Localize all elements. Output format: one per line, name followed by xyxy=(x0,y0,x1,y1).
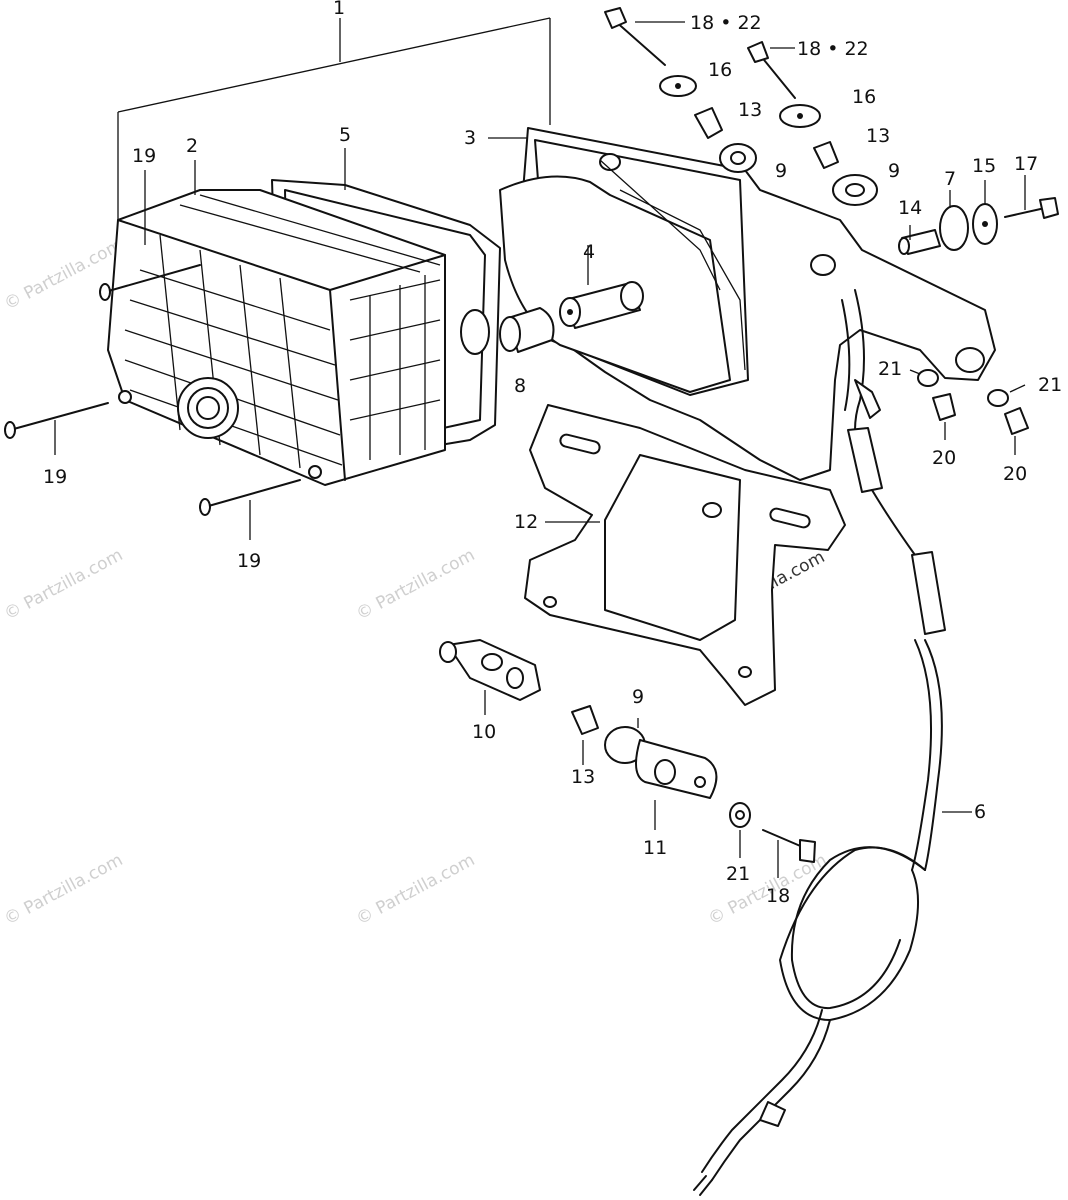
callout-18-22a: 18 • 22 xyxy=(690,12,762,34)
callout-5: 5 xyxy=(339,124,351,146)
callout-21a: 21 xyxy=(878,358,902,380)
callout-13b: 13 xyxy=(866,125,890,147)
callout-20a: 20 xyxy=(932,447,956,469)
part-4-socket xyxy=(559,245,644,329)
callout-12: 12 xyxy=(514,511,538,533)
part-2-lens xyxy=(107,189,446,486)
callout-18-22b: 18 • 22 xyxy=(797,38,869,60)
callout-9c: 9 xyxy=(632,686,644,708)
part-10-clamp xyxy=(439,639,541,715)
callout-13c: 13 xyxy=(571,766,595,788)
callout-16b: 16 xyxy=(852,86,876,108)
callout-9b: 9 xyxy=(888,160,900,182)
callout-1: 1 xyxy=(333,0,345,19)
callout-11: 11 xyxy=(643,837,667,859)
callout-15: 15 xyxy=(972,155,996,177)
watermark: © Partzilla.com xyxy=(1,235,126,314)
part-19-screws xyxy=(4,170,301,540)
callout-21b: 21 xyxy=(1038,374,1062,396)
callout-4: 4 xyxy=(583,241,595,263)
part-12-plate-bracket xyxy=(524,404,846,706)
part-3-housing xyxy=(499,127,996,481)
callout-21c: 21 xyxy=(726,863,750,885)
callout-19a: 19 xyxy=(132,145,156,167)
part-8-bulb xyxy=(499,307,555,353)
callout-19c: 19 xyxy=(237,550,261,572)
callout-6: 6 xyxy=(974,801,986,823)
assembly-bracket-1 xyxy=(117,17,551,220)
callout-18: 18 xyxy=(766,885,790,907)
callout-3: 3 xyxy=(464,127,476,149)
callout-19b: 19 xyxy=(43,466,67,488)
watermark: © Partzilla.com xyxy=(1,850,126,929)
callout-10: 10 xyxy=(472,721,496,743)
top-hardware xyxy=(604,7,878,206)
lower-hardware xyxy=(571,705,816,878)
callout-14: 14 xyxy=(898,197,922,219)
watermark: © Partzilla.com xyxy=(353,850,478,929)
callout-labels: 1 2 3 4 5 6 7 8 9 9 9 10 11 12 13 13 13 … xyxy=(43,0,1062,907)
callout-16a: 16 xyxy=(708,59,732,81)
callout-13a: 13 xyxy=(738,99,762,121)
callout-2: 2 xyxy=(186,135,198,157)
watermark: © Partzilla.com xyxy=(353,545,478,624)
part-6-wire-harness xyxy=(693,289,972,1196)
callout-9a: 9 xyxy=(775,160,787,182)
callout-8: 8 xyxy=(514,375,526,397)
watermark: © Partzilla.com xyxy=(1,545,126,624)
nuts-washers xyxy=(909,369,1029,455)
callout-17: 17 xyxy=(1014,153,1038,175)
callout-20b: 20 xyxy=(1003,463,1027,485)
right-hardware xyxy=(898,175,1059,255)
callout-7: 7 xyxy=(944,168,956,190)
